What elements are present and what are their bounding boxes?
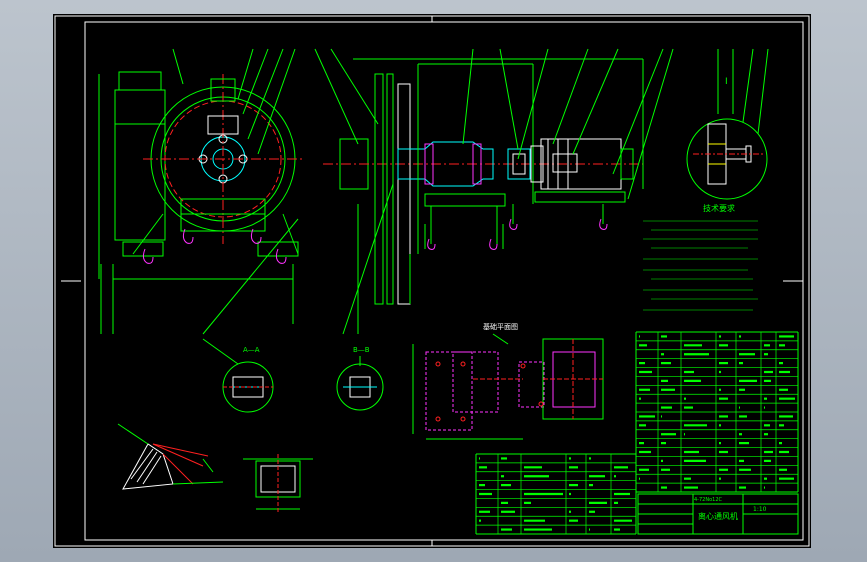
section-a-label: A—A — [243, 346, 260, 354]
detail-view-i: I — [686, 48, 769, 200]
parts-list-bottom — [475, 453, 637, 535]
drawing-scale: 1:10 — [753, 506, 767, 513]
fan-side-view — [202, 48, 674, 335]
fan-front-view — [98, 48, 303, 334]
inner-frame — [84, 21, 804, 541]
section-views: A—A B—B — [202, 338, 384, 413]
outer-frame — [54, 15, 810, 547]
detail-label: I — [725, 77, 728, 87]
section-b-label: B—B — [353, 346, 370, 354]
drawing-title: 离心通风机 — [698, 511, 738, 521]
plan-view-label: 基础平面图 — [483, 322, 518, 331]
notes-heading: 技术要求 — [703, 203, 735, 213]
title-block: 离心通风机 4-72No12C 1:10 — [637, 493, 799, 535]
technical-notes: 技术要求 — [643, 203, 758, 311]
foundation-plan: 基础平面图 — [412, 322, 604, 440]
impeller-section — [117, 423, 224, 490]
drawing-sheet: I 技术要求 — [53, 14, 811, 548]
parts-list-right — [635, 331, 799, 493]
fan-assembly-drawing: I 技术要求 — [54, 15, 810, 547]
drawing-code: 4-72No12C — [694, 497, 723, 503]
small-part-view — [243, 454, 313, 514]
